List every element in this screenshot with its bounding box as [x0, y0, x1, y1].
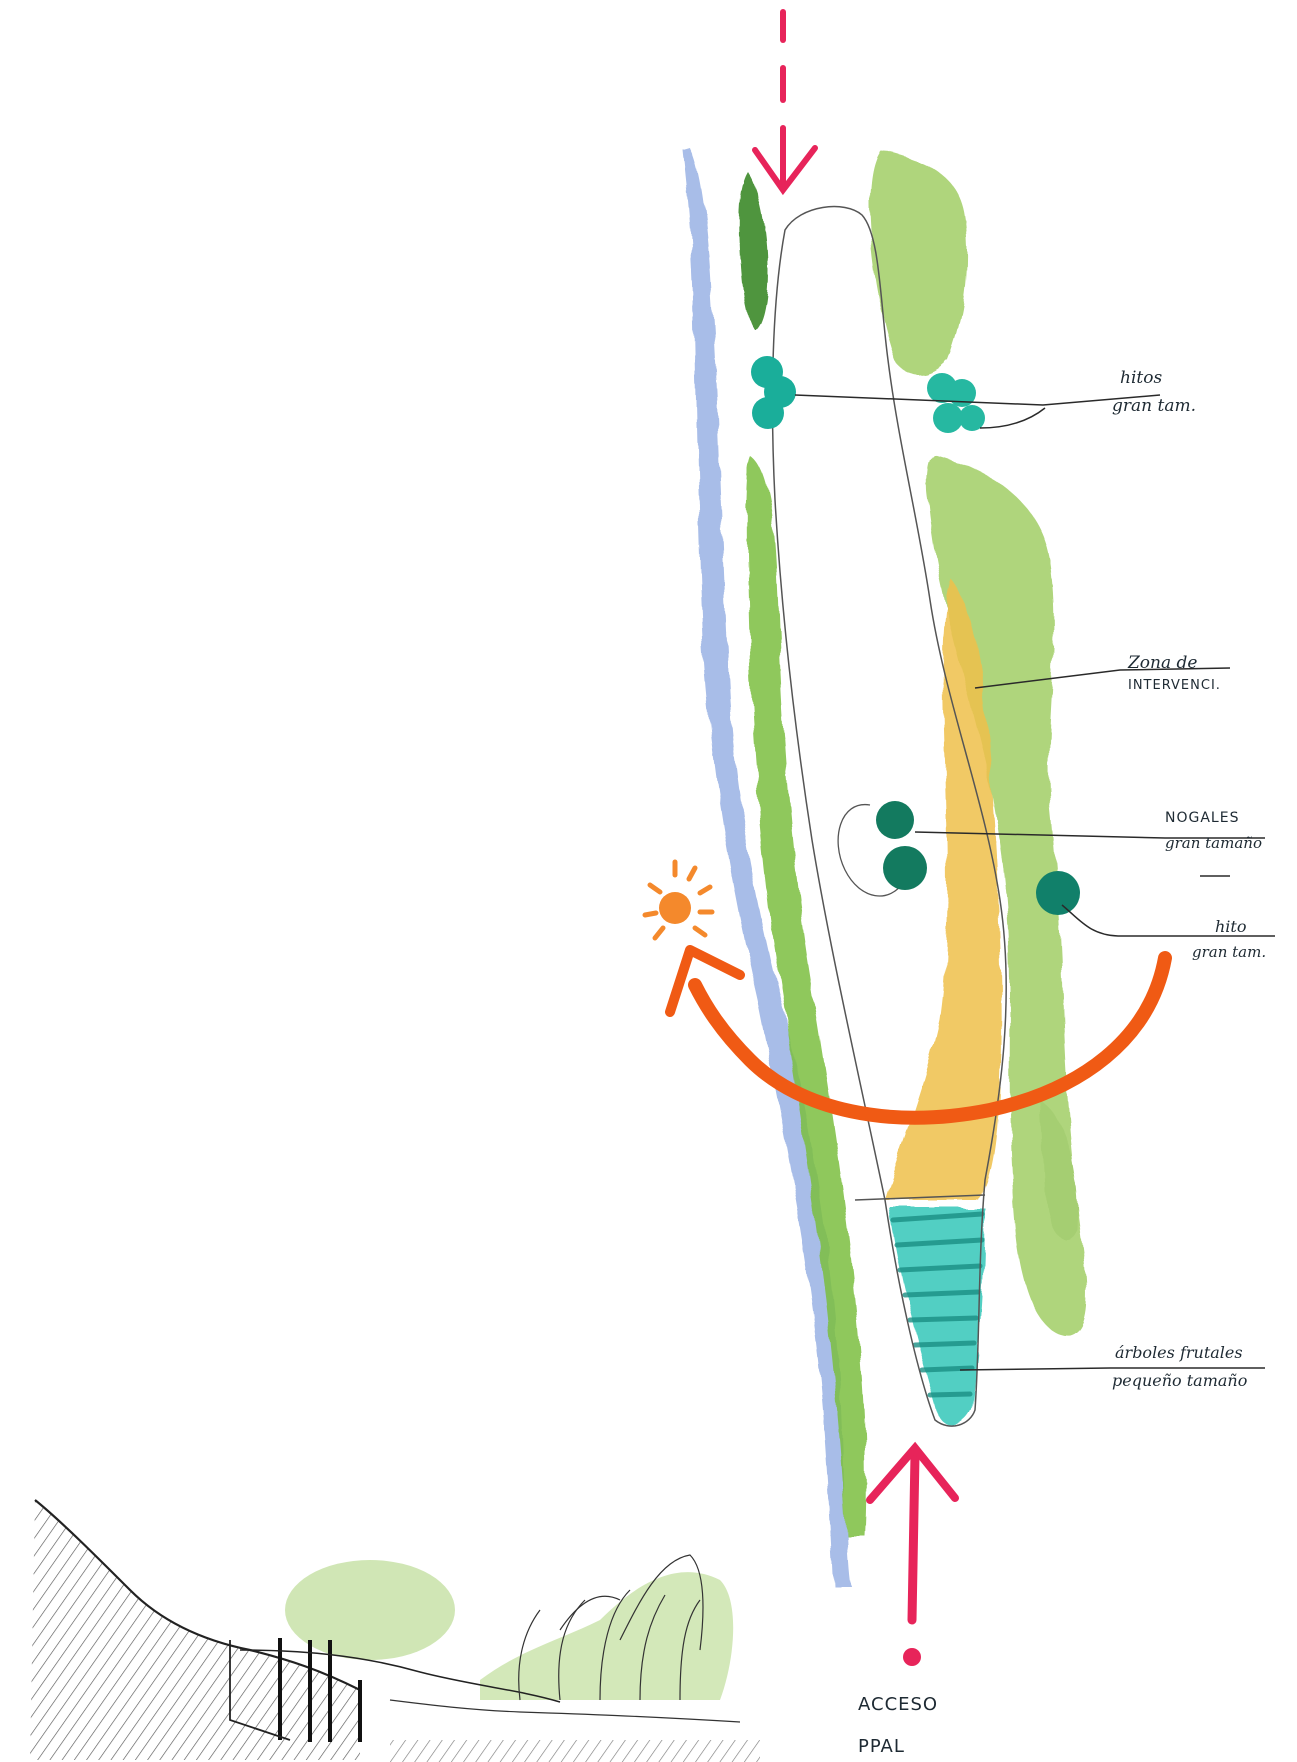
annotation-hitos-top: hitos gran tam.	[1112, 368, 1196, 416]
svg-text:pequeño tamaño: pequeño tamaño	[1112, 1371, 1247, 1390]
top-access-arrow	[755, 12, 815, 190]
svg-text:gran tamaño: gran tamaño	[1165, 834, 1262, 852]
hito-tree-right	[1036, 871, 1080, 915]
svg-text:árboles frutales: árboles frutales	[1115, 1343, 1243, 1362]
svg-text:Zona de: Zona de	[1127, 653, 1197, 673]
svg-text:PPAL: PPAL	[858, 1736, 905, 1757]
dark-green-hedge	[739, 172, 768, 330]
hitos-trees-left	[751, 356, 796, 429]
svg-text:INTERVENCI.: INTERVENCI.	[1128, 678, 1221, 693]
nogal-tree	[876, 801, 914, 839]
perspective-sketch	[30, 1500, 760, 1762]
nogal-tree	[883, 846, 927, 890]
annotation-zona-intervencion: Zona de INTERVENCI.	[1127, 653, 1221, 693]
sun-icon	[645, 862, 712, 938]
annotation-hito-right: hito gran tam.	[1192, 917, 1266, 961]
access-dot	[903, 1648, 921, 1666]
svg-text:hitos: hitos	[1120, 368, 1162, 388]
annotation-acceso-ppal: ACCESO PPAL	[858, 1694, 938, 1757]
main-access-arrow	[870, 1448, 955, 1620]
orchard-area	[890, 1208, 985, 1425]
svg-text:NOGALES: NOGALES	[1165, 810, 1239, 826]
svg-text:hito: hito	[1215, 917, 1246, 936]
annotation-arboles-frutales: árboles frutales pequeño tamaño	[1112, 1343, 1247, 1390]
svg-text:ACCESO: ACCESO	[858, 1694, 938, 1715]
svg-text:gran tam.: gran tam.	[1112, 396, 1196, 416]
svg-text:gran tam.: gran tam.	[1192, 943, 1266, 961]
annotation-nogales: NOGALES gran tamaño	[1165, 810, 1262, 852]
